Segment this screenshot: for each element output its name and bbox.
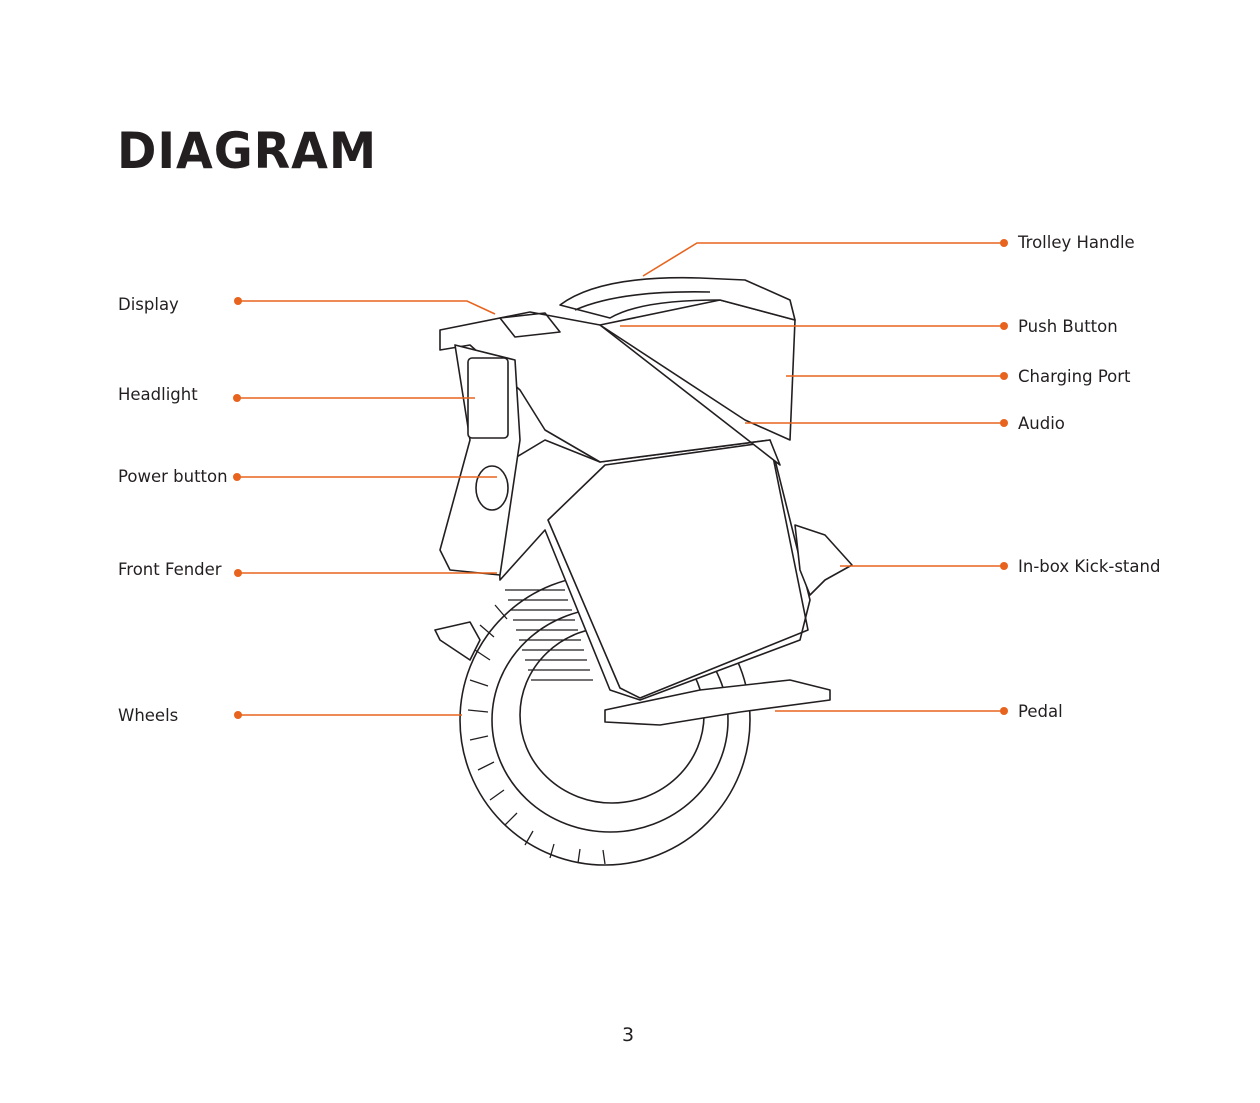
vent-grille: [505, 589, 593, 681]
label-trolley-handle: Trolley Handle: [1018, 233, 1135, 252]
label-headlight: Headlight: [118, 385, 198, 404]
label-pedal: Pedal: [1018, 702, 1063, 721]
label-push-button: Push Button: [1018, 317, 1118, 336]
trolley-handle-leader: [642, 242, 1004, 277]
rear-cover: [599, 299, 796, 441]
page-title: DIAGRAM: [117, 122, 378, 180]
callout-dots: [233, 239, 1008, 719]
tire-tread: [467, 604, 606, 865]
trolley-handle-shape: [559, 276, 796, 321]
pedal-left: [434, 621, 481, 661]
label-wheels: Wheels: [118, 706, 179, 725]
callout-lines: [237, 242, 1004, 716]
kickstand-shape: [794, 524, 853, 596]
display-shape: [499, 312, 561, 338]
display-leader: [238, 300, 496, 315]
main-body: [494, 439, 811, 701]
pedal-right: [604, 679, 831, 726]
label-display: Display: [118, 295, 179, 314]
label-power-button: Power button: [118, 467, 228, 486]
unicycle-drawing: [434, 276, 853, 866]
side-panel: [547, 441, 809, 699]
label-front-fender: Front Fender: [118, 560, 222, 579]
page-number: 3: [622, 1024, 635, 1046]
label-charging-port: Charging Port: [1018, 367, 1131, 386]
label-audio: Audio: [1018, 414, 1065, 433]
power-button-shape: [475, 465, 509, 511]
label-kickstand: In-box Kick-stand: [1018, 557, 1161, 576]
